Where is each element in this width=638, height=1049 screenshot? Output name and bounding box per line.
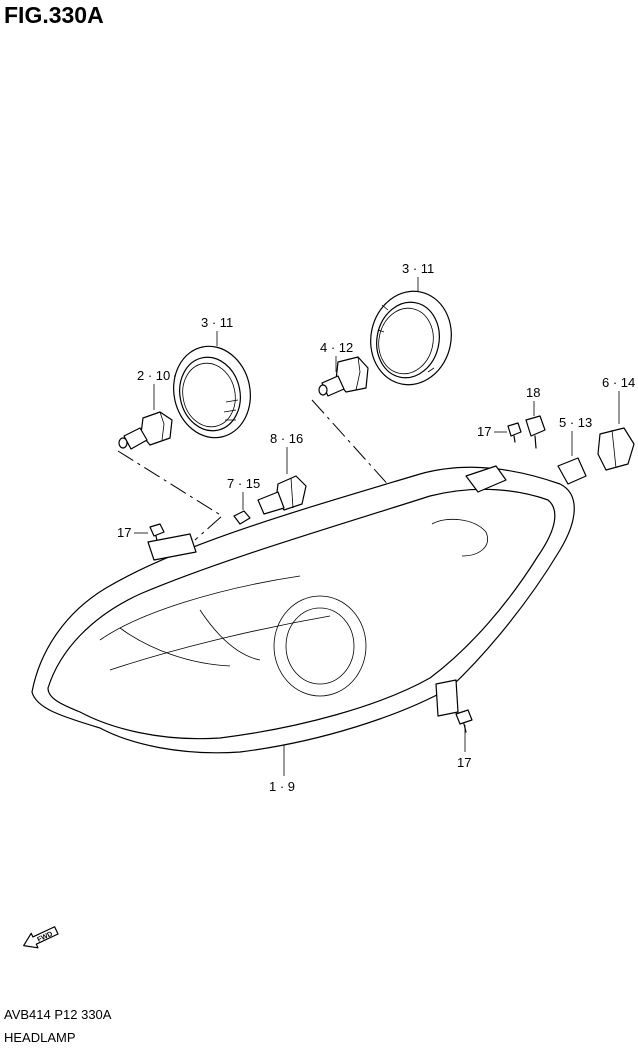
callout-bulb-center: 4 · 12 xyxy=(320,340,353,355)
wedge-bulb-small xyxy=(233,510,251,525)
callout-socket-center: 8 · 16 xyxy=(270,431,303,446)
wedge-bulb-right xyxy=(557,457,587,485)
figure-code: AVB414 P12 330A xyxy=(4,1007,112,1022)
dust-cover-ring-left xyxy=(173,345,251,439)
bulb-socket-center xyxy=(257,475,307,515)
halogen-bulb-center xyxy=(318,356,369,397)
dust-cover-ring-upper xyxy=(370,290,452,386)
callout-screw-upper: 17 xyxy=(477,424,491,439)
callout-screw-lower: 17 xyxy=(457,755,471,770)
callout-small-bulb: 7 · 15 xyxy=(227,476,260,491)
bulb-socket-right xyxy=(597,427,635,471)
callout-ring-upper: 3 · 11 xyxy=(402,261,434,276)
halogen-bulb-left xyxy=(118,411,173,450)
callout-socket-right: 6 · 14 xyxy=(602,375,635,390)
fwd-label: FWD xyxy=(36,931,53,944)
callout-screw-left: 17 xyxy=(117,525,131,540)
headlamp-housing xyxy=(31,465,575,754)
callout-ring-left: 3 · 11 xyxy=(201,315,233,330)
screw-upper xyxy=(507,422,522,443)
fwd-arrow-icon: FWD xyxy=(23,926,59,949)
callout-cap: 18 xyxy=(526,385,540,400)
figure-name: HEADLAMP xyxy=(4,1030,76,1045)
screw-lower xyxy=(455,709,473,733)
callout-housing: 1 · 9 xyxy=(269,779,295,794)
callout-bulb-right: 5 · 13 xyxy=(559,415,592,430)
figure-title: FIG.330A xyxy=(4,2,104,28)
callout-bulb-left: 2 · 10 xyxy=(137,368,170,383)
rubber-cap xyxy=(525,415,546,449)
